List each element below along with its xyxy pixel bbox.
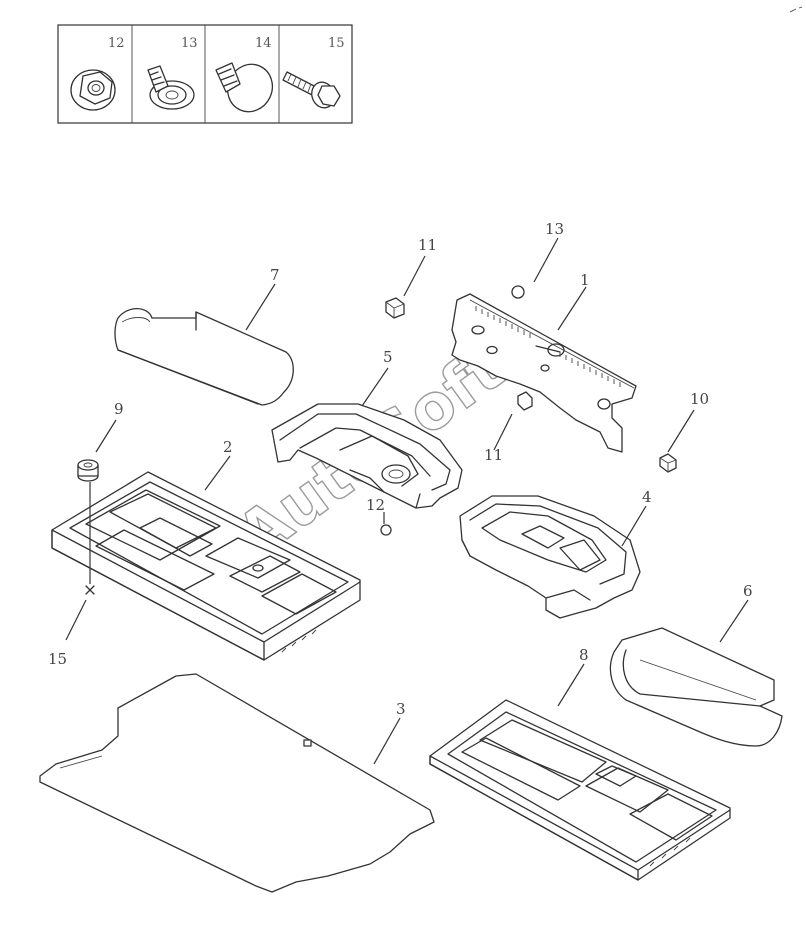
callout-4: 4 [642, 488, 652, 506]
legend-number-15: 15 [328, 36, 345, 51]
callout-2: 2 [223, 438, 233, 456]
callout-numbers: 1 2 3 4 5 6 7 8 9 10 11 11 12 13 15 [48, 220, 753, 718]
callout-8: 8 [579, 646, 589, 664]
part-7-left-cover-strip [114, 307, 294, 406]
flange-bolt-icon [282, 71, 341, 109]
leader-lines [65, 237, 749, 765]
callout-7: 7 [270, 266, 280, 284]
callout-11-center: 11 [484, 446, 503, 464]
corner-mark [789, 6, 803, 13]
callout-10: 10 [690, 390, 709, 408]
callout-6: 6 [743, 582, 753, 600]
fastener-12-center [380, 524, 392, 536]
part-2-left-storage-tray [51, 471, 361, 661]
flange-nut-icon [70, 69, 116, 111]
callout-3: 3 [396, 700, 406, 718]
part-8-right-storage-tray [429, 699, 731, 881]
legend-number-12: 12 [108, 36, 125, 51]
part-1-rear-panel-trim [451, 293, 637, 453]
callout-12: 12 [366, 496, 385, 514]
callout-1: 1 [580, 271, 590, 289]
part-5-left-tray-bracket [271, 403, 463, 509]
fastener-11-top [385, 297, 405, 319]
legend-number-13: 13 [181, 36, 198, 51]
fastener-15-bolt [85, 585, 95, 595]
callout-9: 9 [114, 400, 124, 418]
fastener-10 [659, 453, 677, 473]
part-3-trunk-floor-mat [39, 673, 435, 893]
fastener-11-center [517, 391, 533, 411]
callout-11-top: 11 [418, 236, 437, 254]
fastener-legend: 12 13 14 15 [57, 24, 353, 124]
push-clip-icon [147, 65, 195, 110]
fastener-9-grommet [77, 459, 99, 482]
part-4-right-tray-bracket [459, 495, 641, 619]
legend-number-14: 14 [255, 36, 272, 51]
callout-13: 13 [545, 220, 564, 238]
round-head-clip-icon [215, 62, 274, 113]
fastener-13-panel [511, 285, 525, 299]
part-6-right-cover-strip [609, 627, 783, 747]
callout-15: 15 [48, 650, 67, 668]
callout-5: 5 [383, 348, 393, 366]
